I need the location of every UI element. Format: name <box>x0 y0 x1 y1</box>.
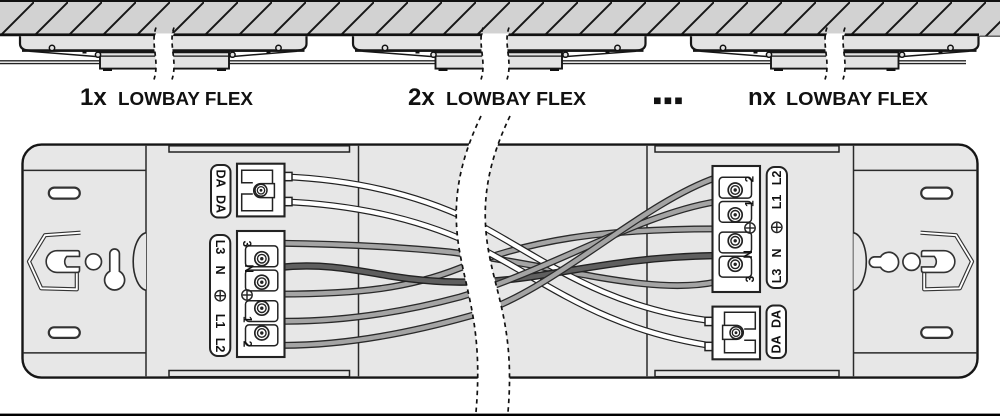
svg-text:2x: 2x <box>408 84 435 111</box>
svg-text:1: 1 <box>241 316 253 323</box>
svg-text:DA: DA <box>214 169 228 187</box>
svg-text:LOWBAY FLEX: LOWBAY FLEX <box>446 89 586 109</box>
svg-text:N: N <box>213 265 227 274</box>
svg-text:L3: L3 <box>213 240 227 255</box>
svg-text:L2: L2 <box>213 338 227 353</box>
svg-text:DA: DA <box>214 195 228 213</box>
svg-text:L1: L1 <box>213 314 227 329</box>
svg-text:1x: 1x <box>80 84 107 111</box>
svg-text:nx: nx <box>748 84 777 111</box>
svg-text:LOWBAY FLEX: LOWBAY FLEX <box>786 89 928 109</box>
svg-text:3: 3 <box>240 241 252 247</box>
svg-text:N: N <box>242 264 254 272</box>
svg-text:2: 2 <box>241 341 253 347</box>
svg-text:LOWBAY FLEX: LOWBAY FLEX <box>118 89 253 109</box>
